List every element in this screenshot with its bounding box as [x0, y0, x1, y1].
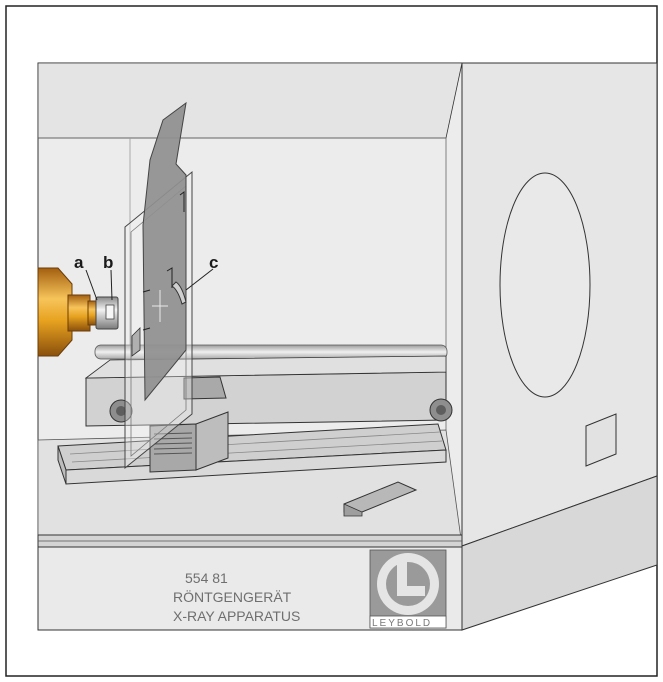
callout-line-c: [185, 268, 214, 291]
side-window: [499, 172, 591, 398]
specimen-pin: [171, 281, 187, 305]
screen-holder-upright: [183, 376, 227, 400]
interior-ceiling: [37, 62, 463, 139]
side-slot: [585, 413, 617, 467]
leybold-logo-icon: [369, 549, 447, 629]
device-name-de: RÖNTGENGERÄT: [173, 588, 292, 605]
fluorescent-screen: [142, 101, 187, 402]
device-name-en: X-RAY APPARATUS: [173, 608, 300, 624]
xray-tube-housing: [37, 267, 73, 357]
callout-label-a: a: [74, 253, 84, 272]
model-number: 554 81: [185, 570, 228, 586]
logo-brand-text: LEYBOLD: [372, 618, 432, 629]
callout-line-a: [85, 269, 98, 301]
callout-label-c: c: [209, 253, 218, 272]
callout-line-b: [110, 269, 113, 301]
xray-tube-collimator: [67, 294, 91, 332]
callout-label-b: b: [103, 253, 113, 272]
